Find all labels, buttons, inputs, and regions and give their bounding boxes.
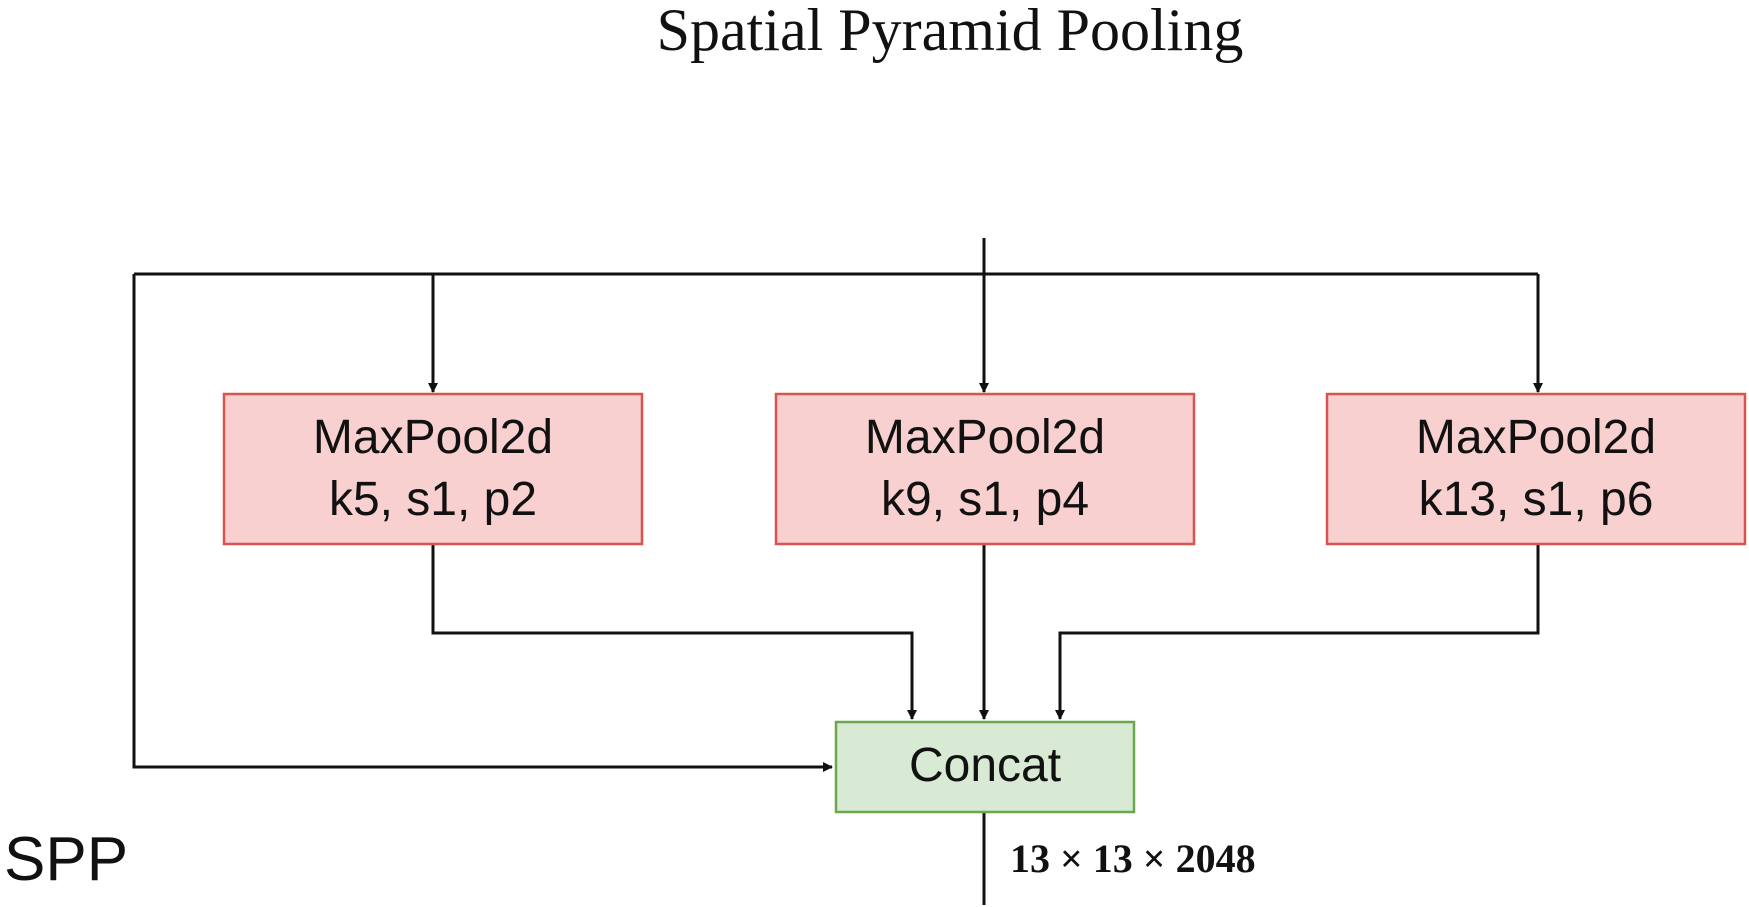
concat-block: Concat <box>834 720 1136 814</box>
maxpool-name-3: MaxPool2d <box>1416 411 1656 464</box>
edge-pool-1-to-concat <box>431 545 917 720</box>
maxpool-block-2: MaxPool2d k9, s1, p4 <box>774 392 1196 546</box>
maxpool-name-2: MaxPool2d <box>865 411 1105 464</box>
diagram-title: Spatial Pyramid Pooling <box>657 0 1244 63</box>
edges <box>132 238 1543 905</box>
concat-label: Concat <box>909 739 1061 792</box>
edge-pool-3-to-concat <box>1055 545 1540 720</box>
output-shape-label: 13 × 13 × 2048 <box>1010 836 1256 881</box>
maxpool-params-3: k13, s1, p6 <box>1419 473 1654 526</box>
maxpool-name-1: MaxPool2d <box>313 411 553 464</box>
maxpool-box-3 <box>1325 392 1747 546</box>
maxpool-box-2 <box>774 392 1196 546</box>
maxpool-box-1 <box>222 392 644 546</box>
maxpool-params-2: k9, s1, p4 <box>881 473 1089 526</box>
maxpool-params-1: k5, s1, p2 <box>329 473 537 526</box>
skip-edge <box>132 274 833 772</box>
maxpool-block-3: MaxPool2d k13, s1, p6 <box>1325 392 1747 546</box>
concat-box <box>834 720 1136 814</box>
spp-label: SPP <box>4 825 128 894</box>
maxpool-block-1: MaxPool2d k5, s1, p2 <box>222 392 644 546</box>
